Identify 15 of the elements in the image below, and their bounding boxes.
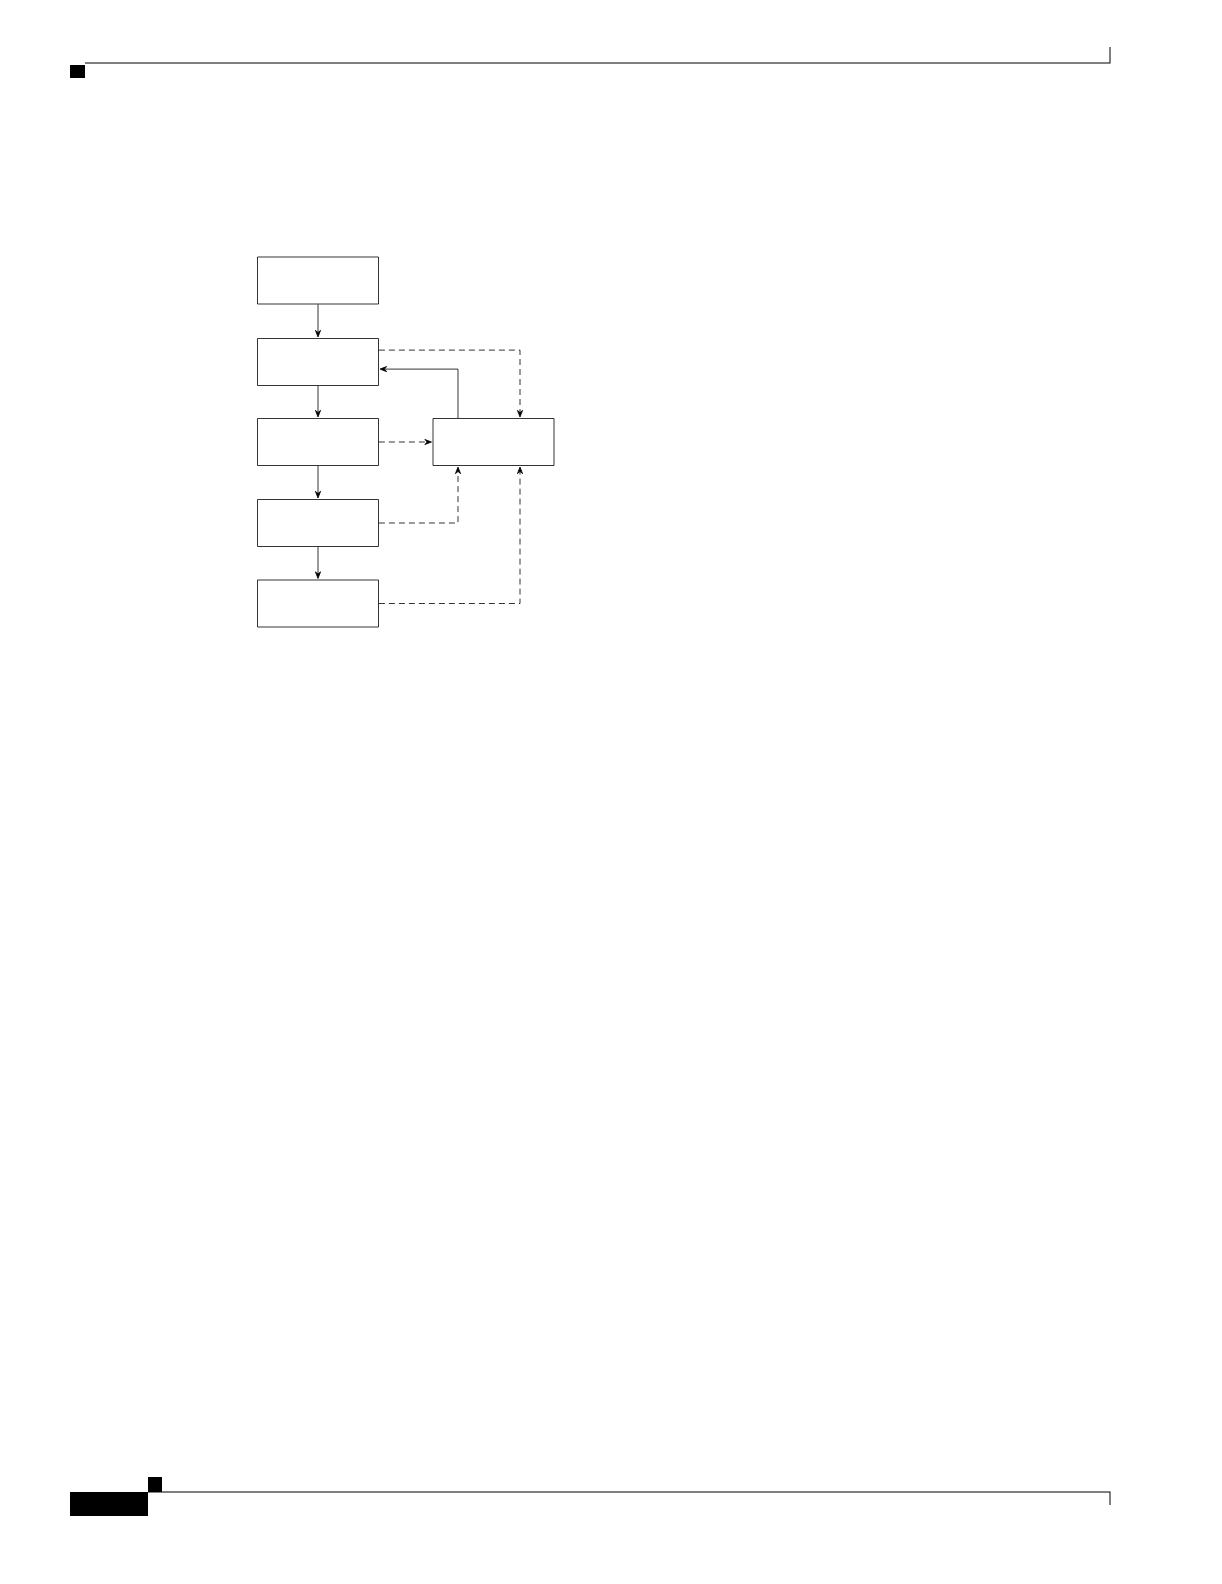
arrow	[378, 349, 523, 418]
arrow	[315, 546, 321, 579]
arrow	[379, 366, 459, 419]
arrow	[315, 465, 321, 499]
arrow	[315, 304, 321, 338]
arrow	[378, 466, 523, 604]
process-box	[257, 499, 379, 547]
arrow	[378, 466, 461, 524]
process-box	[257, 338, 379, 386]
arrow	[315, 385, 321, 418]
process-box	[257, 256, 379, 305]
arrow	[378, 439, 432, 445]
process-box	[432, 418, 555, 466]
process-box	[257, 418, 379, 466]
process-box	[257, 579, 379, 628]
